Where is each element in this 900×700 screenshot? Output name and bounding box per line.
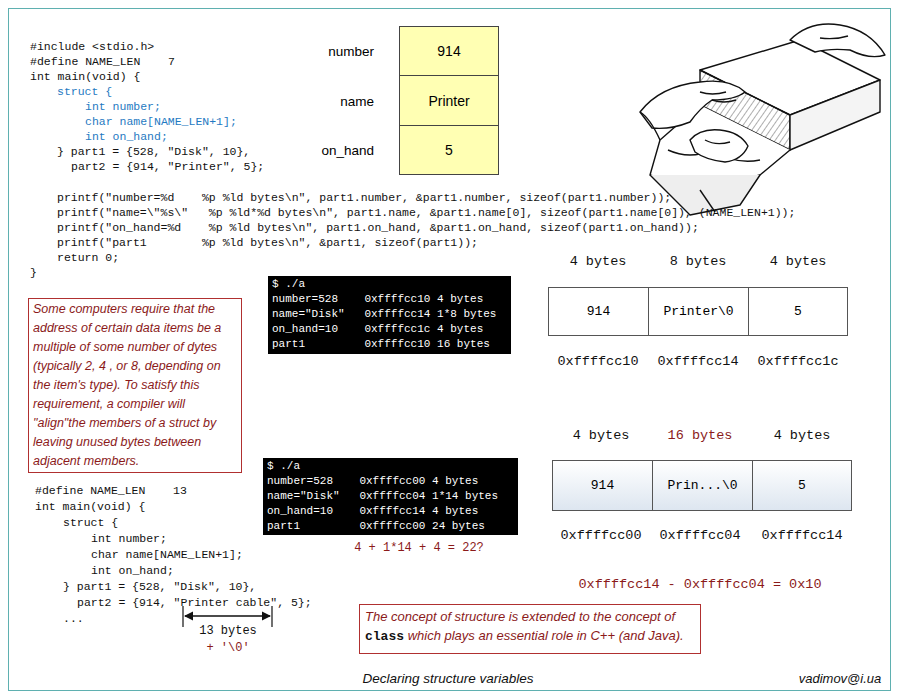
- terminal-line: $ ./a: [272, 277, 507, 292]
- terminal-line: on_hand=10 0xffffcc1c 4 bytes: [272, 322, 507, 337]
- text: Printer: [428, 93, 469, 109]
- code-line: printf("name=\"%s\" %p %ld*%d bytes\n", …: [57, 206, 795, 219]
- code-line: printf("number=%d %p %ld bytes\n", part1…: [57, 191, 671, 204]
- text: The concept of structure is extended to …: [365, 609, 675, 624]
- text: 914: [591, 478, 614, 493]
- code-line: int main(void) {: [35, 500, 145, 513]
- field-name: number: [328, 44, 374, 59]
- text: 5: [798, 478, 806, 493]
- text: 914: [587, 304, 610, 319]
- terminal-line: number=528 0xffffcc00 4 bytes: [267, 474, 514, 489]
- memory-cell: number914: [399, 26, 499, 76]
- dimension-label: 13 bytes: [199, 624, 257, 638]
- address-label: 0xffffcc10: [557, 354, 638, 369]
- code-line: struct {: [57, 85, 112, 98]
- memory-cell: on_hand5: [399, 125, 499, 175]
- author-email: vadimov@i.ua: [799, 671, 882, 686]
- text: which plays an essential role in C++ (an…: [408, 628, 684, 643]
- parcel-drawing: [640, 24, 885, 215]
- address-difference: 0xffffcc14 - 0xffffcc04 = 0x10: [578, 577, 821, 592]
- dimension-label: + '\0': [206, 641, 249, 655]
- code-line: return 0;: [57, 251, 119, 264]
- terminal-line: on_hand=10 0xffffcc14 4 bytes: [267, 504, 514, 519]
- keyword: class: [365, 629, 404, 644]
- size-label: 4 bytes: [770, 254, 827, 269]
- terminal-line: name="Disk" 0xffffcc14 1*8 bytes: [272, 307, 507, 322]
- code-line: #include <stdio.h>: [30, 40, 154, 53]
- size-sum-note: 4 + 1*14 + 4 = 22?: [354, 541, 484, 555]
- size-label: 16 bytes: [668, 428, 733, 443]
- size-label: 4 bytes: [570, 254, 627, 269]
- code-line: #define NAME_LEN 13: [35, 484, 187, 497]
- memory-cell: 5: [748, 287, 848, 336]
- code-line: int on_hand;: [85, 130, 168, 143]
- code-line: part2 = {914, "Printer cable", 5};: [77, 596, 312, 609]
- code-line: } part1 = {528, "Disk", 10},: [57, 145, 250, 158]
- memory-cell: 5: [752, 460, 852, 511]
- code-line: } part1 = {528, "Disk", 10},: [63, 580, 256, 593]
- terminal-line: part1 0xffffcc00 24 bytes: [267, 519, 514, 534]
- code-line: char name[NAME_LEN+1];: [91, 548, 243, 561]
- text: 5: [445, 142, 453, 158]
- code-line: #define NAME_LEN 7: [30, 55, 175, 68]
- text: Prin...\0: [667, 478, 737, 493]
- memory-cell: Printer\0: [648, 287, 749, 336]
- text: Printer\0: [663, 304, 733, 319]
- size-label: 4 bytes: [774, 428, 831, 443]
- code-line: ...: [63, 612, 84, 625]
- terminal-line: $ ./a: [267, 459, 514, 474]
- code-line: part2 = {914, "Printer", 5};: [71, 160, 264, 173]
- terminal-output: $ ./anumber=528 0xffffcc00 4 bytesname="…: [263, 458, 518, 535]
- dimension-bracket: [183, 606, 272, 627]
- memory-cell: Prin...\0: [652, 460, 753, 511]
- memory-cell: 914: [552, 460, 653, 511]
- caption: Declaring structure variables: [362, 671, 533, 686]
- code-line: int number;: [85, 100, 161, 113]
- code-line: int on_hand;: [91, 564, 174, 577]
- note-box: The concept of structure is extended to …: [359, 604, 701, 654]
- address-label: 0xffffcc14: [657, 354, 738, 369]
- address-label: 0xffffcc00: [560, 528, 641, 543]
- size-label: 4 bytes: [573, 428, 630, 443]
- field-name: on_hand: [321, 143, 374, 158]
- terminal-line: part1 0xffffcc10 16 bytes: [272, 337, 507, 352]
- terminal-line: name="Disk" 0xffffcc04 1*14 bytes: [267, 489, 514, 504]
- terminal-line: number=528 0xffffcc10 4 bytes: [272, 292, 507, 307]
- code-line: int main(void) {: [30, 70, 140, 83]
- memory-cell: 914: [548, 287, 649, 336]
- text: Some computers require that the address …: [33, 302, 221, 468]
- address-label: 0xffffcc1c: [757, 354, 838, 369]
- code-line: printf("on_hand=%d %p %ld bytes\n", part…: [57, 221, 699, 234]
- size-label: 8 bytes: [670, 254, 727, 269]
- address-label: 0xffffcc14: [761, 528, 842, 543]
- code-line: int number;: [91, 532, 167, 545]
- code-line: struct {: [63, 516, 118, 529]
- terminal-output: $ ./anumber=528 0xffffcc10 4 bytesname="…: [268, 276, 511, 354]
- code-line: }: [30, 266, 37, 279]
- text: 914: [437, 43, 460, 59]
- text: 5: [794, 304, 802, 319]
- address-label: 0xffffcc04: [659, 528, 740, 543]
- note-box: Some computers require that the address …: [28, 298, 242, 473]
- code-line: printf("part1 %p %ld bytes\n", &part1, s…: [57, 236, 478, 249]
- field-name: name: [340, 93, 374, 108]
- memory-cell: namePrinter: [399, 75, 499, 126]
- code-line: char name[NAME_LEN+1];: [85, 115, 237, 128]
